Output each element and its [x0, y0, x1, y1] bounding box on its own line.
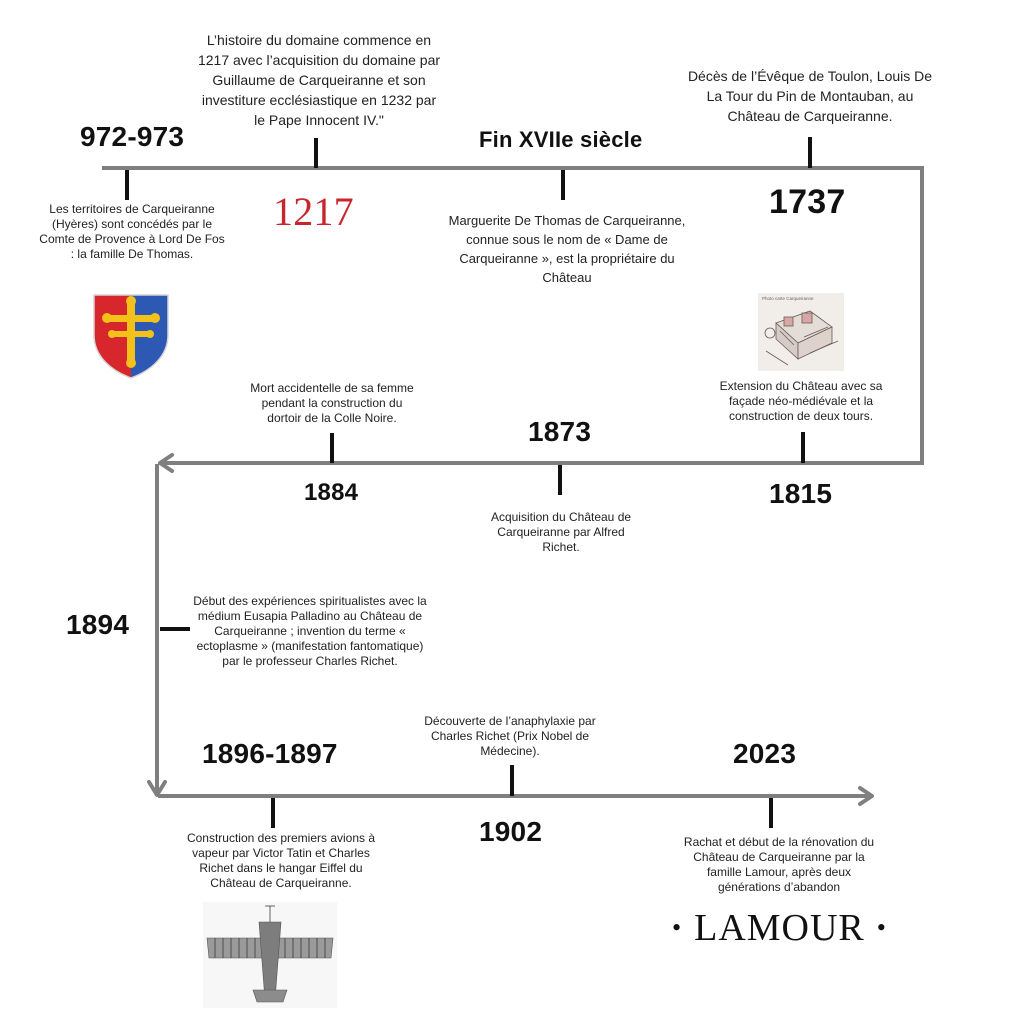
- event-1902-text: Découverte de l’anaphylaxie par Charles …: [424, 714, 596, 758]
- event-972-text: Les territoires de Carqueiranne (Hyères)…: [39, 202, 225, 261]
- lamour-logo: • LAMOUR •: [672, 906, 887, 950]
- event-1815-text: Extension du Château avec sa façade néo-…: [719, 379, 883, 423]
- year-1896-1897: 1896-1897: [202, 738, 338, 769]
- year-1737: 1737: [769, 183, 846, 221]
- year-1217: 1217: [273, 189, 354, 234]
- event-1896-text: Construction des premiers avions à vapeu…: [186, 831, 376, 890]
- year-1815: 1815: [769, 478, 833, 509]
- coat-of-arms-shield-icon: [93, 294, 169, 379]
- event-1737-text: Décès de l’Évêque de Toulon, Louis De La…: [687, 68, 933, 124]
- event-fin-text: Marguerite De Thomas de Carqueiranne, co…: [448, 213, 686, 285]
- steam-airplane-image: [203, 902, 337, 1008]
- brand-dot-left: •: [672, 913, 683, 942]
- event-1217-text: L’histoire du domaine commence en 1217 a…: [197, 32, 441, 128]
- event-2023-text: Rachat et début de la rénovation du Chât…: [683, 835, 875, 894]
- year-1884: 1884: [304, 479, 359, 506]
- event-1884-text: Mort accidentelle de sa femme pendant la…: [250, 381, 414, 425]
- event-1894-text: Début des expériences spiritualistes ave…: [193, 594, 427, 668]
- brand-dot-right: •: [876, 913, 887, 942]
- year-1894: 1894: [66, 609, 130, 640]
- year-1873: 1873: [528, 416, 592, 447]
- arrow-head-left-down: [147, 780, 167, 797]
- event-1873-text: Acquisition du Château de Carqueiranne p…: [490, 510, 632, 554]
- arrow-head-row-2: [158, 453, 174, 473]
- photo-caption: Photo carte Carqueiranne: [762, 296, 814, 301]
- arrow-head-row-3: [858, 786, 874, 806]
- brand-name: LAMOUR: [694, 907, 865, 949]
- chateau-sketch-image: Photo carte Carqueiranne: [758, 293, 844, 371]
- year-2023: 2023: [733, 738, 797, 769]
- year-1902: 1902: [479, 816, 543, 847]
- year-972-973: 972-973: [80, 121, 185, 152]
- year-fin-xviie: Fin XVIIe siècle: [479, 127, 643, 152]
